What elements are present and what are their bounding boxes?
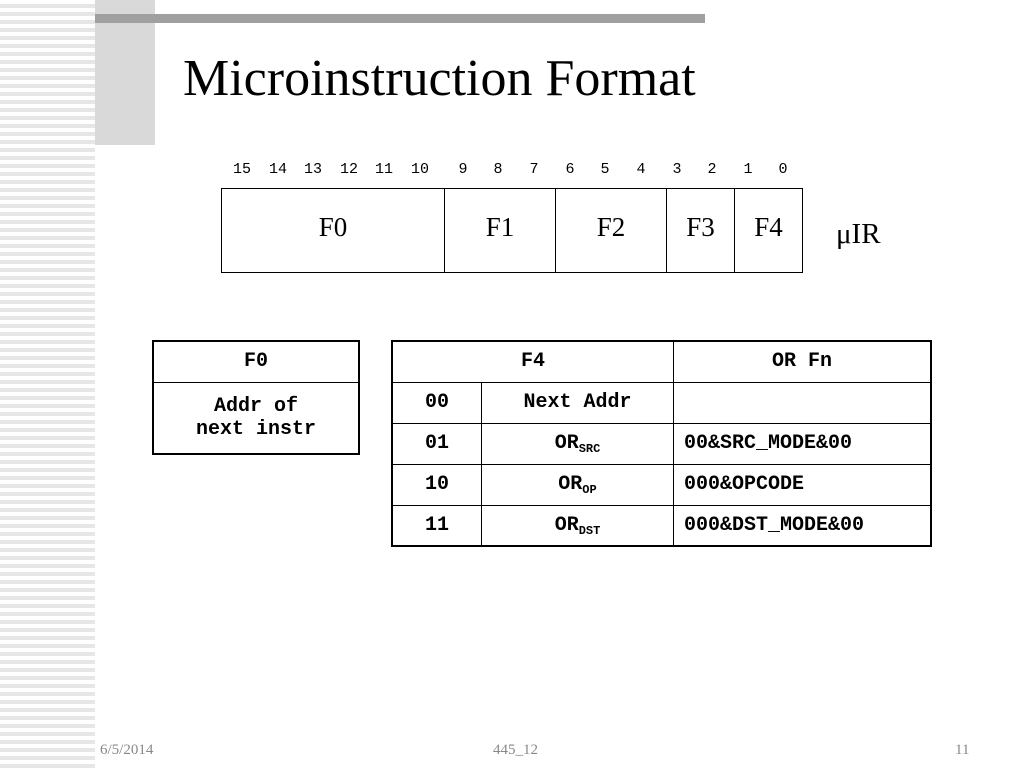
f4-name-base: OR	[554, 432, 579, 455]
bit-label: 10	[410, 161, 429, 178]
bit-label: 5	[600, 161, 610, 178]
f4-name-base: OR	[554, 513, 579, 537]
bit-label: 9	[458, 161, 468, 178]
footer-page-number: 11	[955, 742, 970, 758]
slide-top-bar	[95, 14, 705, 23]
bit-label: 14	[268, 161, 287, 178]
footer-course: 445_12	[493, 742, 538, 758]
or-fn-value	[673, 381, 932, 424]
page-title: Microinstruction Format	[183, 50, 696, 107]
f4-header: F4	[391, 340, 674, 383]
f4-code: 01	[391, 422, 482, 465]
or-fn-value: 000&OPCODE	[673, 463, 932, 506]
f4-name-subscript: OP	[582, 483, 597, 497]
bit-label: 1	[743, 161, 753, 178]
f4-name: ORSRC	[481, 422, 674, 465]
or-fn-value: 00&SRC_MODE&00	[673, 422, 932, 465]
table-row: 10 OROP 000&OPCODE	[391, 463, 932, 506]
f4-code: 10	[391, 463, 482, 506]
f0-description: Addr of next instr	[152, 381, 360, 455]
f4-name: OROP	[481, 463, 674, 506]
footer-date: 6/5/2014	[100, 742, 154, 758]
bit-label: 3	[672, 161, 682, 178]
f0-header: F0	[152, 340, 360, 383]
f4-name-subscript: SRC	[578, 442, 601, 456]
f4-code: 11	[391, 504, 482, 547]
field-f4: F4	[754, 212, 783, 242]
f4-name-base: OR	[558, 473, 583, 496]
f4-table: F4 OR Fn 00 Next Addr 01 ORSRC 00&SRC_MO…	[391, 340, 932, 547]
register-label: μIR	[836, 218, 881, 250]
or-fn-header: OR Fn	[673, 340, 932, 383]
bit-label: 7	[529, 161, 539, 178]
bit-label: 6	[565, 161, 575, 178]
bit-label: 11	[374, 161, 393, 178]
f0-table: F0 Addr of next instr	[152, 340, 360, 455]
bit-number-labels: 15 14 13 12 11 10 9 8 7 6 5 4 3 2 1 0	[0, 160, 1024, 180]
f4-name-subscript: DST	[578, 523, 601, 538]
slide-side-stripes	[0, 0, 95, 768]
field-f1: F1	[445, 189, 556, 272]
bit-label: 13	[303, 161, 322, 178]
bit-label: 2	[707, 161, 717, 178]
microinstruction-format-box: F0 F1 F2 F3 F4	[221, 188, 803, 273]
bit-label: 12	[339, 161, 358, 178]
bit-label: 4	[636, 161, 646, 178]
f4-name: Next Addr	[481, 381, 674, 424]
f0-description-line: Addr of	[213, 394, 298, 418]
bit-label: 0	[778, 161, 788, 178]
slide-corner-block	[95, 0, 155, 145]
table-row: F0	[152, 340, 360, 383]
table-row: 01 ORSRC 00&SRC_MODE&00	[391, 422, 932, 465]
table-header-row: F4 OR Fn	[391, 340, 932, 383]
bit-label: 8	[493, 161, 503, 178]
or-fn-value: 000&DST_MODE&00	[673, 504, 932, 547]
bit-label: 15	[232, 161, 251, 178]
field-f3: F3	[667, 189, 735, 272]
table-row: 11 ORDST 000&DST_MODE&00	[391, 504, 932, 547]
f4-name: ORDST	[481, 504, 674, 547]
field-f0: F0	[222, 189, 445, 272]
f0-description-line: next instr	[195, 417, 317, 441]
table-row: 00 Next Addr	[391, 381, 932, 424]
table-row: Addr of next instr	[152, 381, 360, 455]
f4-code: 00	[391, 381, 482, 424]
field-f2: F2	[556, 189, 667, 272]
